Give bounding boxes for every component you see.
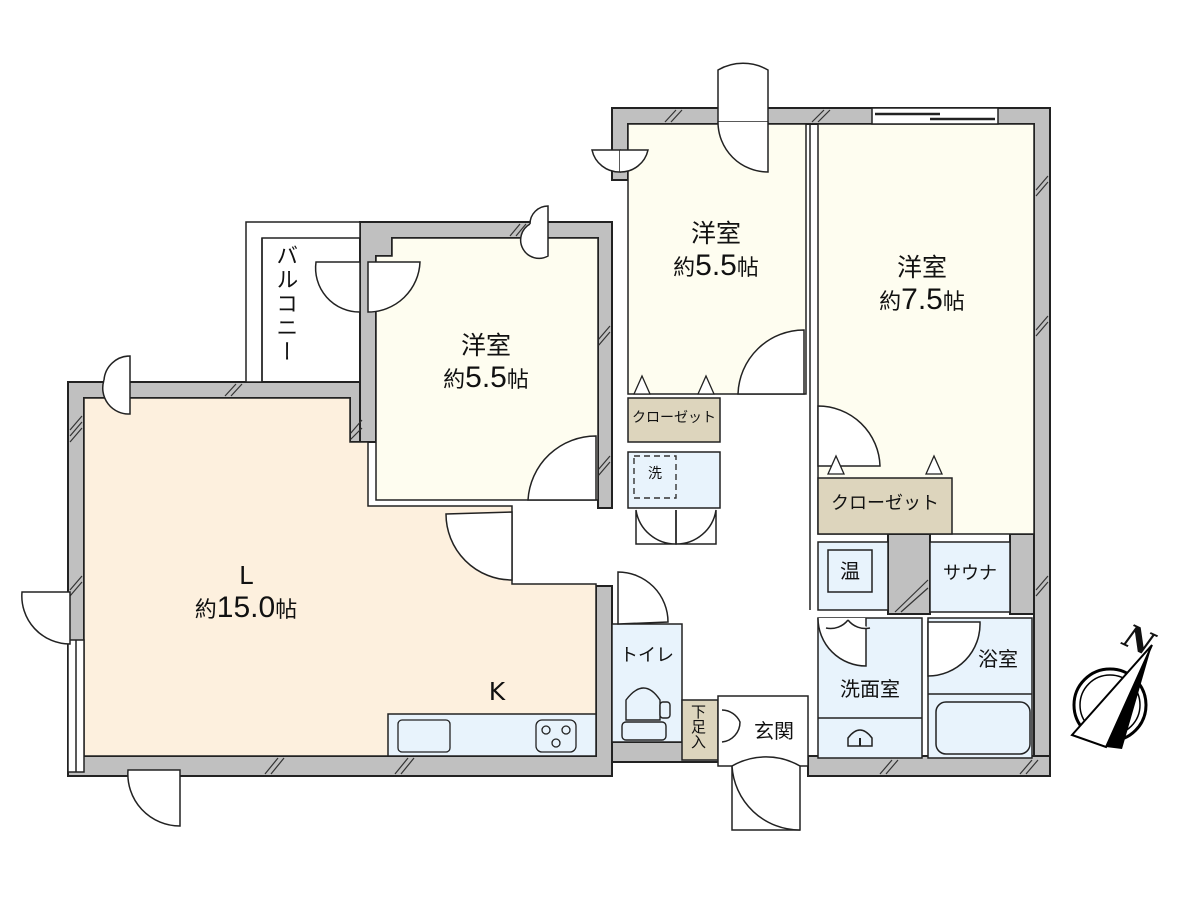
- door-entrance: [731, 756, 801, 831]
- room-right-label: 洋室 約7.5帖: [879, 253, 965, 316]
- kitchen-sink-icon: [397, 719, 451, 753]
- door-toilet: [617, 571, 669, 625]
- toilet-label: トイレ: [620, 645, 674, 666]
- door-entrance-inner: [721, 709, 741, 743]
- ldk-label: L 約15.0帖: [194, 561, 298, 624]
- sauna-area: [929, 541, 1011, 613]
- door-ldk-bottom: [127, 769, 181, 827]
- door-ldk-top: [101, 355, 131, 415]
- door-washer-left: [635, 509, 677, 545]
- door-room-center: [737, 329, 805, 395]
- door-room-left-top: [519, 205, 549, 260]
- kitchen-label: K: [488, 677, 506, 706]
- wall-hatches: [69, 109, 1049, 775]
- bathroom-label: 浴室: [978, 647, 1018, 671]
- room-left-label: 洋室 約5.5帖: [443, 331, 529, 394]
- washroom-label: 洗面室: [840, 677, 900, 701]
- doors: [21, 62, 981, 831]
- door-ldk-left: [21, 591, 71, 645]
- door-washer-right: [675, 509, 717, 545]
- water-heater-icon: [827, 549, 873, 593]
- door-washroom-left: [817, 617, 867, 667]
- toilet-fixture-icon: [621, 687, 671, 741]
- door-room-center-top: [717, 62, 769, 123]
- washer-icon: [633, 455, 677, 499]
- closet-door-markers: [632, 374, 944, 475]
- bathtub-icon: [935, 701, 1031, 755]
- door-room-right: [817, 405, 881, 467]
- windows: [67, 107, 999, 773]
- wash-basin-icon: [847, 729, 873, 747]
- bottom-wall-right: [807, 755, 1051, 777]
- door-bathroom: [927, 621, 981, 677]
- door-room-center-side: [591, 149, 621, 173]
- door-closet-heater: [825, 619, 871, 630]
- door-balcony-right: [367, 261, 421, 313]
- north-arrow-icon: [1070, 644, 1153, 749]
- door-balcony-left: [314, 261, 361, 313]
- right-wall-lower: [1009, 533, 1035, 615]
- partition-wall: [887, 533, 931, 615]
- door-room-left: [527, 435, 597, 501]
- sauna-label: サウナ: [943, 563, 997, 584]
- closet-center-label: クローゼット: [632, 410, 716, 426]
- shoe-storage-label: 下足入: [689, 704, 707, 749]
- room-center-label: 洋室 約5.5帖: [673, 219, 759, 282]
- closet-right-label: クローゼット: [831, 493, 939, 514]
- room-left-floor: [375, 237, 599, 501]
- water-heater-area: [817, 541, 889, 611]
- shoe-storage: [681, 699, 719, 761]
- balcony-label: バルコニー: [272, 244, 298, 364]
- closet-center: [627, 397, 721, 443]
- washer-label: 洗: [648, 466, 662, 482]
- water-heater-label: 温: [840, 559, 860, 583]
- entrance-label: 玄関: [754, 719, 794, 743]
- closet-right: [817, 477, 953, 535]
- door-ldk-hall: [445, 511, 513, 581]
- stove-icon: [535, 719, 577, 753]
